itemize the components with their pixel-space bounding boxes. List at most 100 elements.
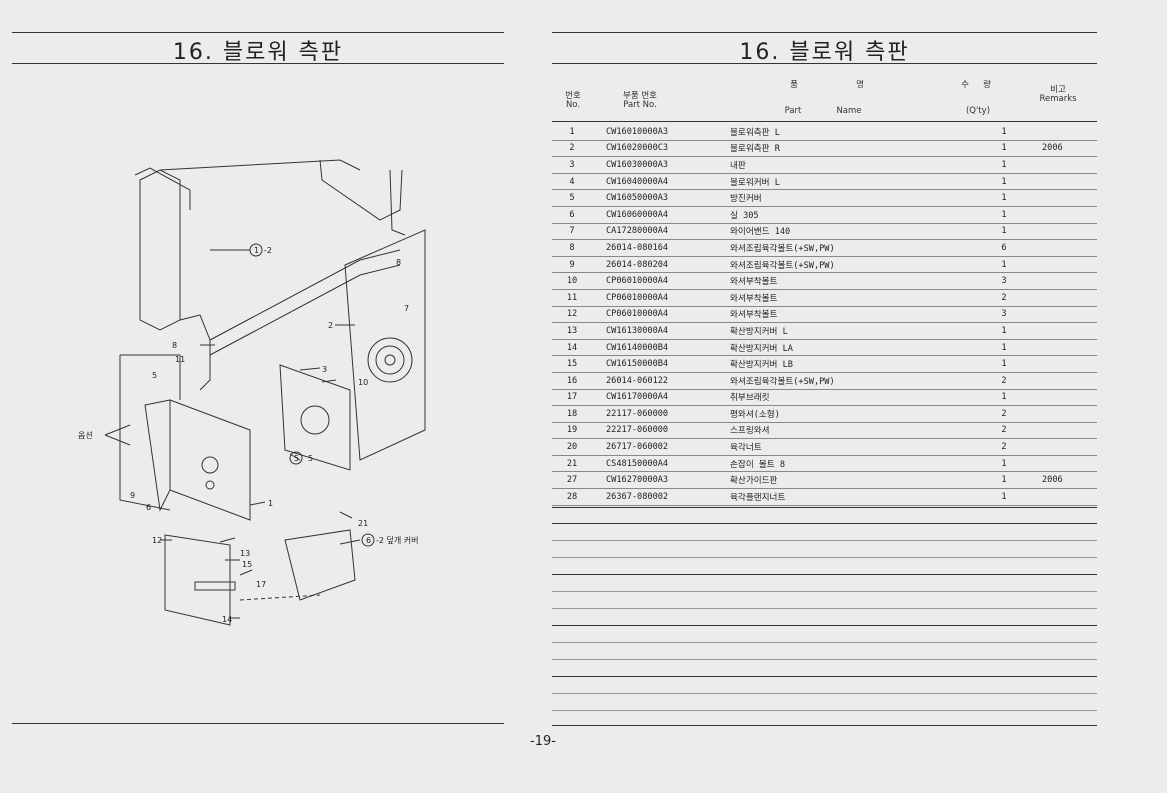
callout-circle-6 xyxy=(361,533,375,547)
cell-part: 26717-060002 xyxy=(592,438,730,456)
cell-part: 26367-080002 xyxy=(592,488,730,506)
cell-part: 26014-080204 xyxy=(592,256,730,274)
part-4-cover xyxy=(164,534,231,626)
header-no-ko: 번호 xyxy=(565,91,581,101)
cell-qty: 2 xyxy=(974,289,1034,307)
header-rule xyxy=(552,121,1097,122)
header-name-ko-2: 명 xyxy=(856,80,864,90)
cell-part: CW16140000B4 xyxy=(592,339,730,357)
cell-name: 취부브래킷 xyxy=(730,389,974,407)
cell-name: 와셔부착볼트 xyxy=(730,289,974,307)
cell-rem xyxy=(1034,389,1097,407)
cell-no: 3 xyxy=(552,156,592,174)
cell-part: CP06010000A4 xyxy=(592,306,730,324)
left-bottom-rule xyxy=(12,723,504,724)
part-2-pulley xyxy=(367,337,413,383)
cell-name: 와셔조립육각볼트(+SW,PW) xyxy=(730,239,974,257)
blank-rule xyxy=(552,659,1097,660)
blank-rule xyxy=(552,557,1097,558)
cell-rem: 2006 xyxy=(1034,471,1097,490)
callout-2: 2 xyxy=(328,321,333,330)
cell-no: 5 xyxy=(552,189,592,207)
header-qty-ko-1: 수 xyxy=(961,80,969,90)
cell-rem xyxy=(1034,372,1097,390)
cell-rem xyxy=(1034,339,1097,357)
callout-5-circle-text: 5 xyxy=(294,454,299,463)
cell-no: 27 xyxy=(552,471,592,490)
cell-qty: 1 xyxy=(974,124,1034,141)
cell-rem xyxy=(1034,189,1097,207)
cell-rem: 2006 xyxy=(1034,140,1097,158)
cell-name: 와셔부착볼트 xyxy=(730,272,974,290)
cell-qty: 3 xyxy=(974,272,1034,290)
cell-name: 육각너트 xyxy=(730,438,974,456)
cell-no: 19 xyxy=(552,422,592,440)
cell-no: 2 xyxy=(552,140,592,158)
part-6-seal xyxy=(284,529,356,601)
blank-rule xyxy=(552,642,1097,643)
cell-qty: 2 xyxy=(974,422,1034,440)
cell-qty: 1 xyxy=(974,471,1034,490)
callout-10: 10 xyxy=(358,378,368,387)
header-name-ko-1: 품 xyxy=(790,80,798,90)
callout-12: 12 xyxy=(152,536,162,545)
blank-rule xyxy=(552,608,1097,609)
cell-name: 와셔부착볼트 xyxy=(730,306,974,324)
cell-qty: 1 xyxy=(974,173,1034,191)
right-bottom-rule xyxy=(552,725,1097,726)
header-partno-en: Part No. xyxy=(623,100,657,110)
header-name-en-1: Part xyxy=(784,106,802,116)
cell-name: 확산방지커버 LA xyxy=(730,339,974,357)
callout-17: 17 xyxy=(256,580,266,589)
callout-5: 5 xyxy=(152,371,157,380)
cell-qty: 2 xyxy=(974,372,1034,390)
callout-11: 11 xyxy=(175,355,185,364)
cell-no: 7 xyxy=(552,223,592,241)
right-top-rule xyxy=(552,32,1097,33)
exploded-parts-diagram: 1 -2 5 6 -2 덮개 커버 2 3 10 8 7 8 11 5 5 9 … xyxy=(78,159,426,626)
cell-qty: 2 xyxy=(974,438,1034,456)
callout-circle-5 xyxy=(289,451,303,465)
cell-part: CW16050000A3 xyxy=(592,189,730,207)
cell-qty: 1 xyxy=(974,223,1034,241)
cell-no: 20 xyxy=(552,438,592,456)
cell-rem xyxy=(1034,124,1097,141)
cell-no: 28 xyxy=(552,488,592,506)
cell-name: 손잡이 볼트 8 xyxy=(730,455,974,473)
cell-part: 26014-060122 xyxy=(592,372,730,390)
cell-part: CW16030000A3 xyxy=(592,156,730,174)
blank-rule xyxy=(552,676,1097,677)
cell-qty: 1 xyxy=(974,140,1034,158)
cell-no: 21 xyxy=(552,455,592,473)
callout-6: 6 xyxy=(146,503,151,512)
cell-no: 13 xyxy=(552,322,592,340)
cell-no: 11 xyxy=(552,289,592,307)
cell-rem xyxy=(1034,223,1097,241)
cell-rem xyxy=(1034,488,1097,506)
left-top-rule xyxy=(12,32,504,33)
page-number: -19- xyxy=(530,734,556,749)
cell-part: CA17280000A4 xyxy=(592,223,730,241)
cell-rem xyxy=(1034,306,1097,324)
cell-no: 8 xyxy=(552,239,592,257)
cell-rem xyxy=(1034,173,1097,191)
cell-qty: 1 xyxy=(974,339,1034,357)
cell-part: CW16150000B4 xyxy=(592,355,730,373)
cell-qty: 1 xyxy=(974,256,1034,274)
cell-rem xyxy=(1034,322,1097,340)
cell-name: 와셔조립육각볼트(+SW,PW) xyxy=(730,256,974,274)
cell-no: 16 xyxy=(552,372,592,390)
cell-name: 블로워측판 R xyxy=(730,140,974,158)
callout-1: 1 xyxy=(268,499,273,508)
callout-1-circle-text: 1 xyxy=(254,246,259,255)
header-qty-ko-2: 량 xyxy=(983,80,991,90)
